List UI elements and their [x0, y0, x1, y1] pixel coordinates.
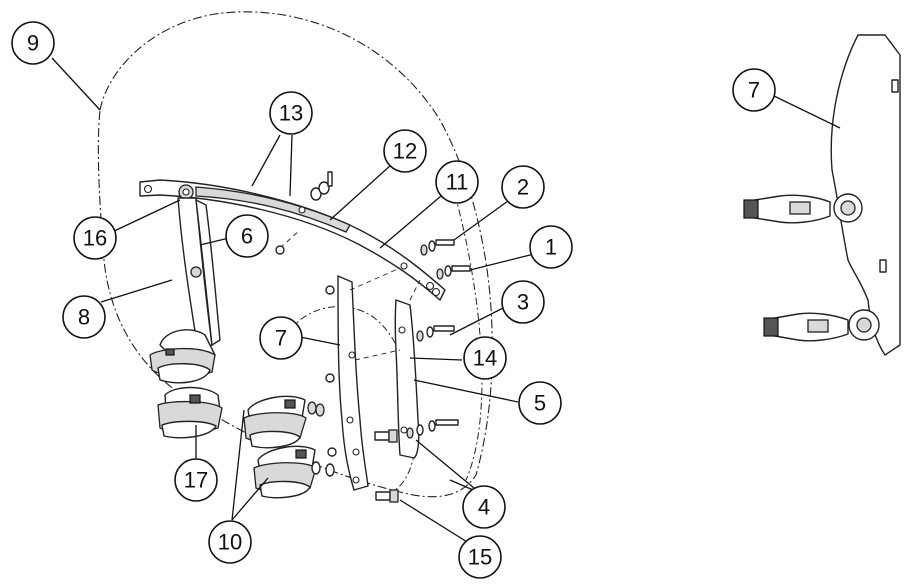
screw-15 — [374, 429, 399, 503]
bar-hole — [400, 262, 408, 270]
bracket-hole — [348, 351, 356, 359]
nut — [325, 373, 335, 383]
nut — [327, 447, 337, 457]
windshield-outline — [97, 11, 493, 498]
side-plate — [394, 299, 420, 459]
bracket-hole — [352, 448, 360, 456]
middle-clamp — [157, 386, 223, 439]
bar-hole — [425, 281, 435, 291]
callout-label: 2 — [517, 175, 529, 200]
bar-hole — [143, 184, 153, 194]
leader-lines — [51, 57, 841, 551]
upper-clamp — [149, 329, 216, 384]
callout-label: 16 — [83, 226, 107, 251]
vertical-bracket — [337, 275, 369, 491]
callout-label: 7 — [275, 326, 287, 351]
nut — [325, 285, 335, 295]
detail-view — [743, 34, 901, 356]
bolt-set-2 — [436, 265, 471, 280]
arm-bolt — [190, 266, 202, 278]
bracket-hole — [346, 416, 354, 424]
long-arm-right — [195, 199, 221, 346]
alignment-line — [409, 279, 421, 301]
clamp-upper-right — [243, 395, 307, 449]
alignment-line — [354, 349, 401, 361]
callout-label: 7 — [748, 78, 760, 103]
plate-hole — [398, 326, 406, 334]
callout-label: 9 — [27, 31, 39, 56]
nut — [275, 245, 285, 255]
bolt-set-3 — [416, 325, 455, 342]
clamp-lower-right — [253, 445, 317, 499]
callout-label: 17 — [184, 468, 208, 493]
callout-label: 11 — [446, 170, 469, 195]
callout-label: 5 — [534, 391, 546, 416]
top-curved-bar-inner — [195, 186, 351, 233]
callout-label: 14 — [473, 346, 497, 371]
callout-label: 10 — [218, 530, 242, 555]
washer-stack — [307, 401, 335, 477]
callout-label: 4 — [478, 495, 490, 520]
callout-label: 12 — [393, 139, 417, 164]
bracket-hole — [352, 476, 360, 484]
callout-label: 15 — [468, 545, 492, 570]
bar-hole — [298, 206, 306, 214]
plate-hole — [400, 426, 408, 434]
bar-hole — [431, 287, 441, 297]
callout-label: 8 — [78, 305, 90, 330]
callout-label: 6 — [241, 224, 253, 249]
callout-label: 13 — [279, 101, 303, 126]
alignment-line — [279, 229, 301, 249]
callouts: 9 13 12 11 2 1 16 6 8 7 3 14 5 4 17 10 1 — [11, 21, 776, 579]
bolt-set-1 — [420, 239, 455, 256]
top-small-bolt — [310, 171, 333, 201]
pivot-knob-center — [182, 188, 190, 196]
bolt-set-4 — [406, 419, 459, 439]
callout-label: 3 — [517, 290, 529, 315]
alignment-line — [349, 267, 401, 291]
callout-label: 1 — [545, 235, 557, 260]
